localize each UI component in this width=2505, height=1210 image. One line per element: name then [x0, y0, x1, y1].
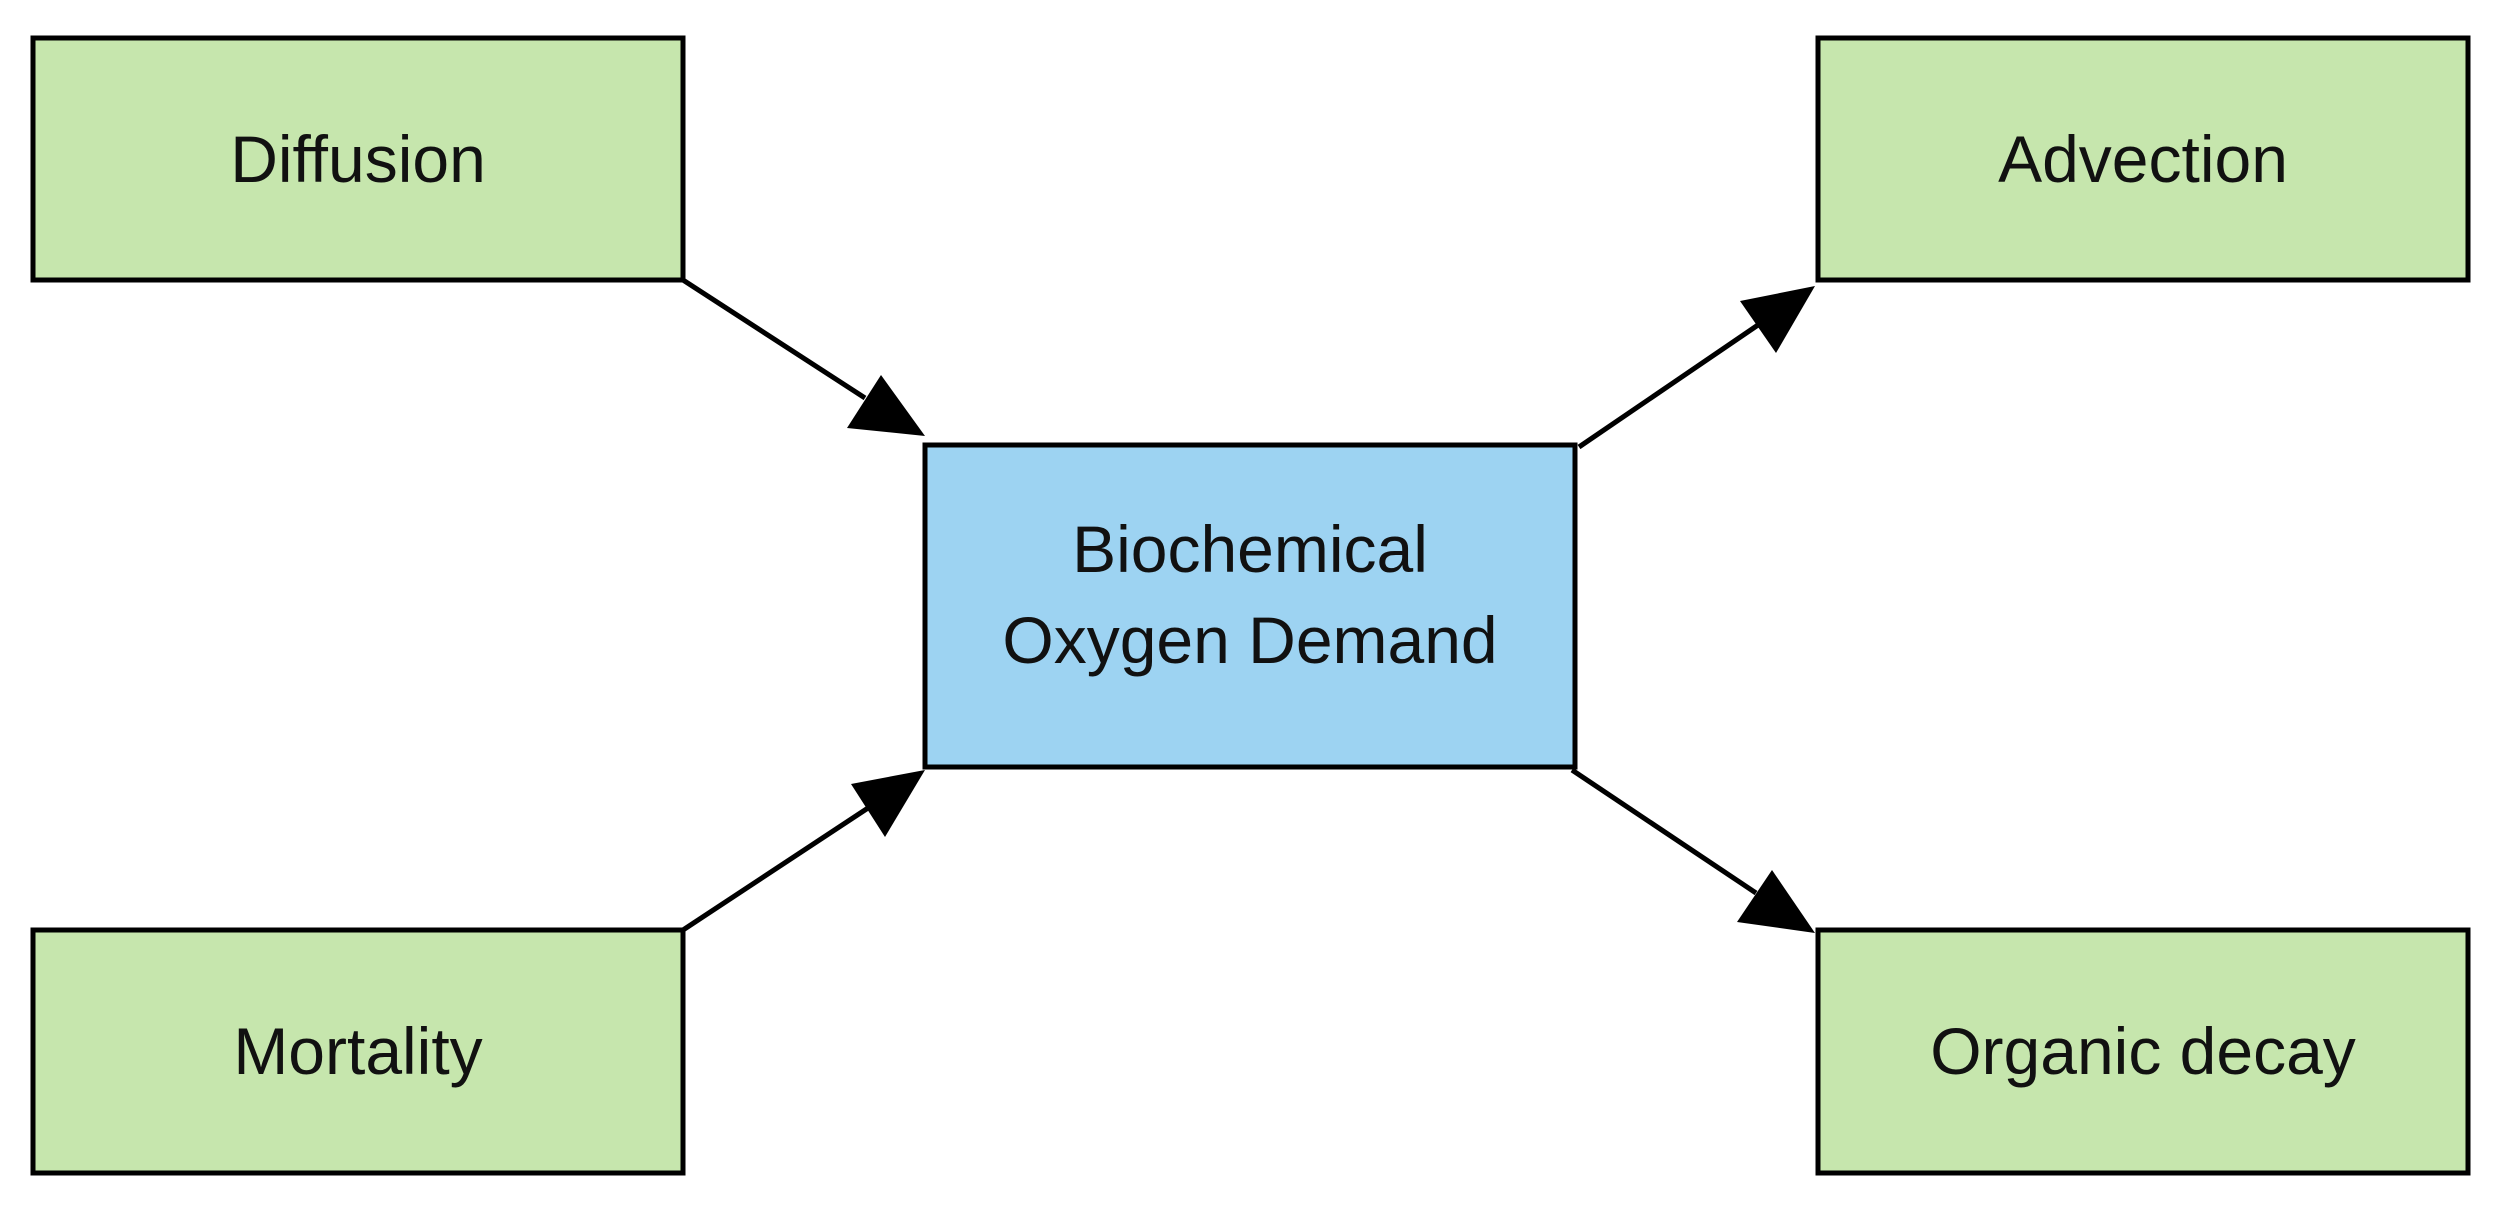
diffusion-box — [30, 35, 686, 283]
edge-bod-to-advection — [1577, 286, 1815, 450]
arrow-head-icon — [1740, 286, 1815, 353]
mortality-box — [30, 927, 686, 1176]
arrow-head-icon — [847, 375, 925, 436]
arrow-head-icon — [851, 770, 925, 837]
edge-line — [681, 805, 870, 933]
node-diffusion: Diffusion — [30, 35, 686, 283]
arrow-head-icon — [1737, 870, 1815, 933]
bod-box — [922, 442, 1578, 770]
edge-line — [1577, 322, 1760, 450]
node-mortality: Mortality — [30, 927, 686, 1176]
edge-line — [1570, 767, 1758, 896]
organic-decay-box — [1815, 927, 2471, 1176]
advection-box — [1815, 35, 2471, 283]
mortality-label: Mortality — [233, 1014, 482, 1088]
edge-line — [681, 277, 867, 401]
edge-diffusion-to-bod — [681, 277, 925, 436]
organic-decay-label: Organic decay — [1930, 1014, 2356, 1088]
bod-label-line1: Biochemical — [1072, 512, 1428, 586]
diffusion-label: Diffusion — [230, 122, 486, 196]
edge-bod-to-organic-decay — [1570, 767, 1815, 933]
edge-mortality-to-bod — [681, 770, 925, 933]
node-advection: Advection — [1815, 35, 2471, 283]
bod-label-line2: Oxygen Demand — [1002, 603, 1497, 677]
node-organic-decay: Organic decay — [1815, 927, 2471, 1176]
node-biochemical-oxygen-demand: Biochemical Oxygen Demand — [922, 442, 1578, 770]
advection-label: Advection — [1998, 122, 2288, 196]
